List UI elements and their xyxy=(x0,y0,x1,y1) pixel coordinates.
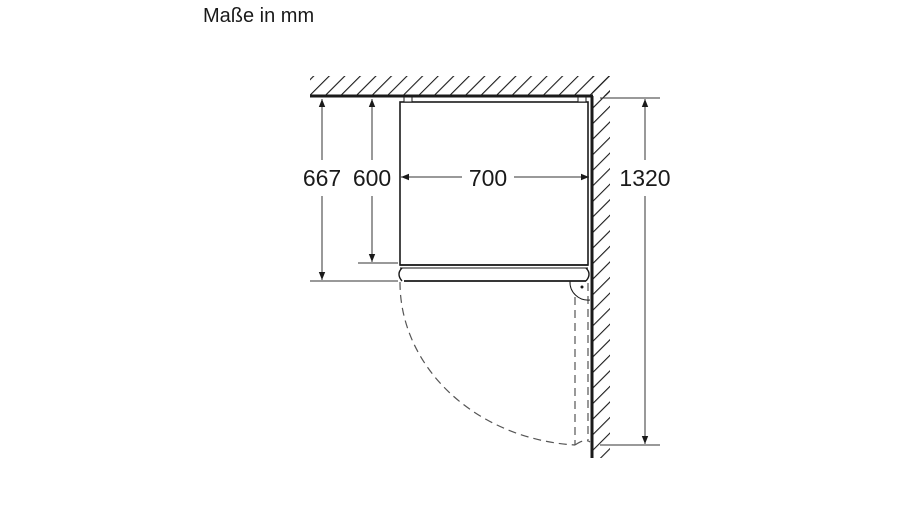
extension-lines xyxy=(310,97,660,446)
dimension-667: 667 xyxy=(303,99,341,280)
wall-hatching xyxy=(310,76,610,458)
dimension-667-label: 667 xyxy=(303,165,341,191)
dimension-1320: 1320 xyxy=(619,99,671,444)
appliance-body xyxy=(398,96,590,282)
dimension-600: 600 xyxy=(353,99,391,262)
dimension-1320-label: 1320 xyxy=(619,165,670,191)
diagram-title: Maße in mm xyxy=(203,5,315,27)
dimension-700: 700 xyxy=(401,165,589,191)
right-angle-mark xyxy=(569,280,591,301)
dimension-600-label: 600 xyxy=(353,165,391,191)
dimension-700-label: 700 xyxy=(469,165,507,191)
door-swing-arc xyxy=(399,281,591,446)
